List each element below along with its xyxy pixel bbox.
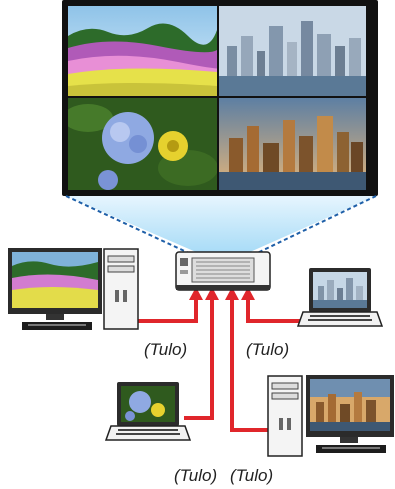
cable-arrowheads (189, 287, 255, 300)
desktop-computer-left (8, 248, 139, 330)
projected-screen (62, 0, 378, 196)
screen-quadrant-sunset-city (219, 98, 366, 190)
screen-quadrant-city-skyline (219, 6, 366, 96)
screen-quadrant-flower-field (68, 6, 217, 96)
cable-desktop-left (136, 298, 198, 323)
lan-cables (136, 298, 308, 432)
laptop-computer-bottom-left (104, 382, 192, 441)
projection-beam (66, 196, 376, 252)
cable-laptop-bottom-left (184, 298, 214, 420)
cable-laptop-right (246, 298, 308, 323)
beam-edge-right (252, 195, 377, 256)
label-tulo-top-right: (Tulo) (246, 340, 290, 359)
cable-desktop-bottom-right (230, 298, 268, 432)
laptop-computer-right (296, 268, 384, 327)
projector-icon (175, 251, 271, 291)
beam-edge-left (65, 195, 194, 256)
label-tulo-top-left: (Tulo) (144, 340, 188, 359)
screen-quadrant-hydrangea (68, 98, 217, 190)
label-tulo-bottom-right: (Tulo) (230, 466, 274, 485)
label-tulo-bottom-left: (Tulo) (174, 466, 218, 485)
desktop-computer-bottom-right (267, 375, 394, 457)
